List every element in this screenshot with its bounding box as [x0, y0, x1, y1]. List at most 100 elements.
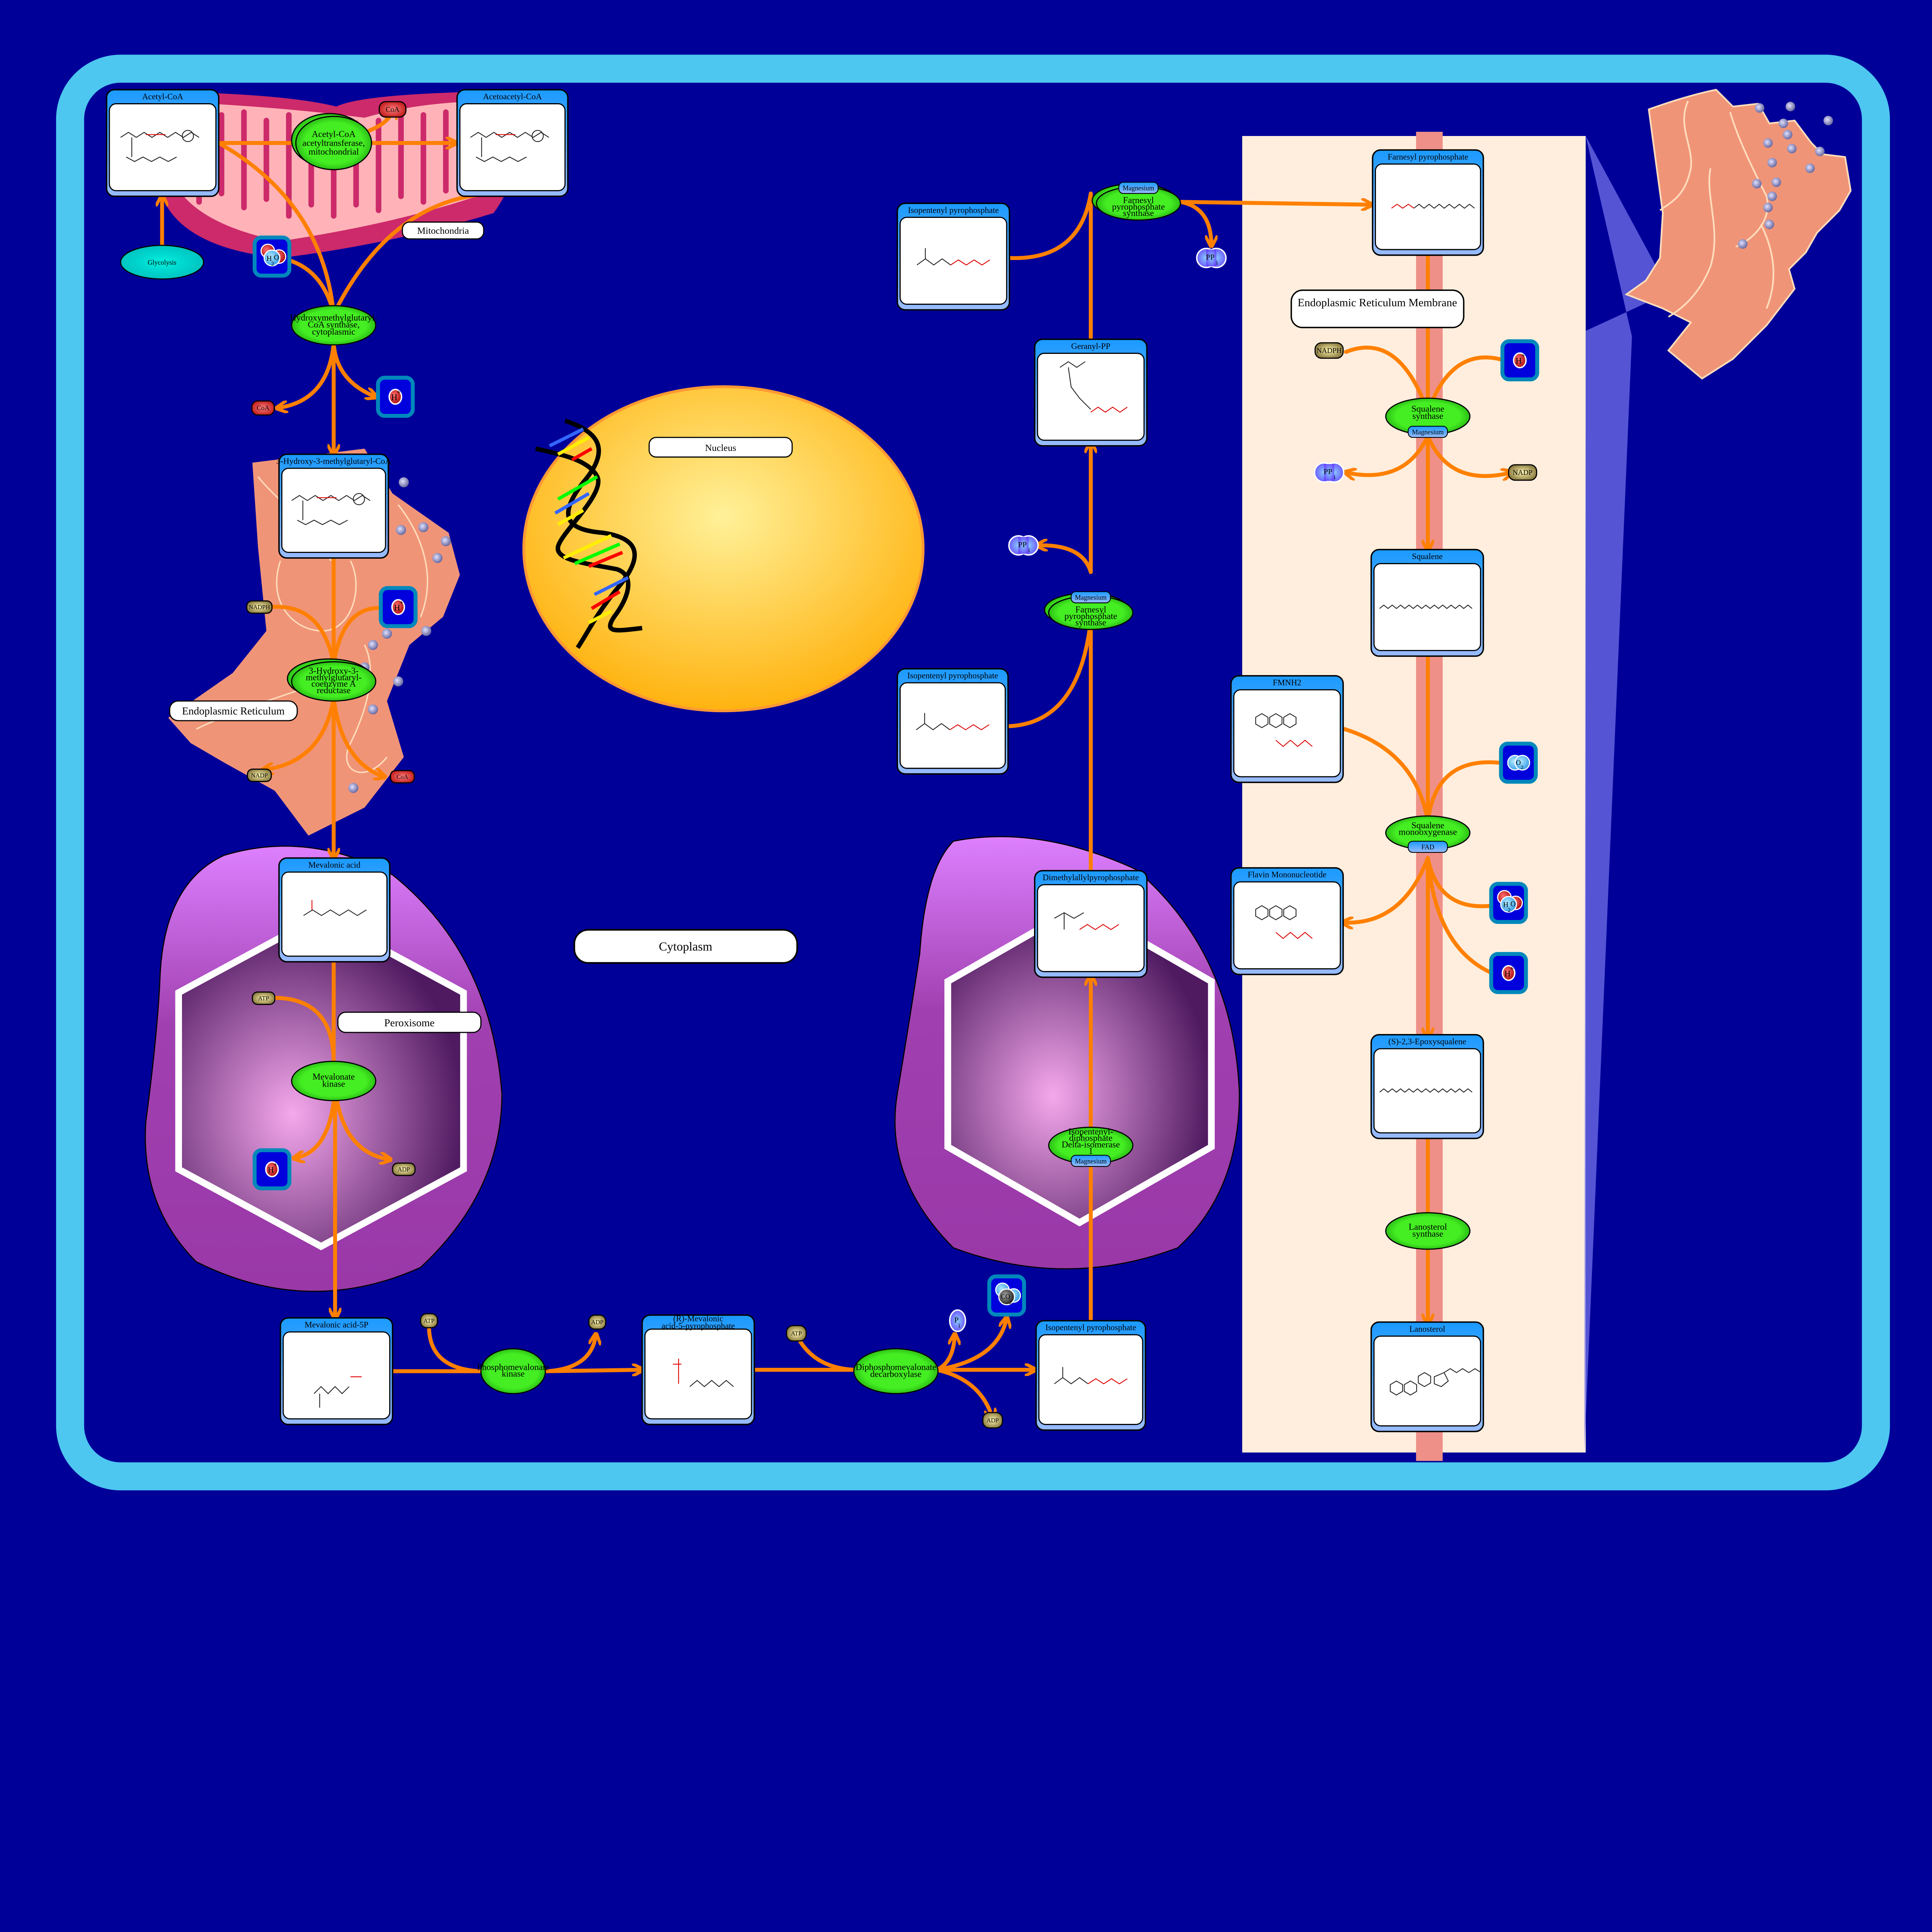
nadp-node-er[interactable]: NADP [247, 769, 272, 782]
h-plus-node-sqs[interactable]: H+ [1500, 339, 1539, 381]
enzyme-hmgcs[interactable]: Hydroxymethylglutaryl-CoA synthase,cytop… [290, 305, 378, 346]
metabolite-dmapp[interactable]: Dimethylallylpyrophosphate [1034, 870, 1148, 978]
metabolite-acetyl-coa[interactable]: Acetyl-CoA [105, 89, 219, 197]
label-peroxisome: Peroxisome [337, 1012, 482, 1033]
atp-node-mvk[interactable]: ATP [252, 992, 276, 1005]
svg-text:H: H [1503, 901, 1509, 909]
glycolysis-node[interactable]: Glycolysis [120, 245, 204, 280]
svg-text:CoA: CoA [257, 404, 269, 412]
peroxisome-right-illustration [894, 836, 1240, 1270]
cholesterol-biosynthesis-pathway: Mitochondria Endoplasmic Reticulum Nucle… [56, 54, 1890, 1491]
metabolite-acetoacetyl-coa[interactable]: Acetoacetyl-CoA [456, 89, 569, 197]
ppi-node-fdps-top[interactable]: PPi [1196, 248, 1227, 269]
svg-text:P: P [954, 1316, 959, 1324]
proton-icon [1513, 352, 1527, 369]
nadph-node-er[interactable]: NADPH [246, 600, 273, 614]
svg-text:FAD: FAD [1421, 843, 1434, 851]
cofactor-magnesium: Magnesium [1071, 1155, 1111, 1167]
cofactor-fad: FAD [1408, 840, 1448, 853]
svg-text:+: + [1510, 964, 1514, 973]
cell-membrane [56, 54, 1890, 1491]
structure-image [1054, 1367, 1128, 1384]
metabolite-lanosterol[interactable]: Lanosterol [1370, 1321, 1484, 1432]
ppi-node-fdps-low[interactable]: PPi [1008, 535, 1039, 556]
ppi-node-sqs[interactable]: PPi [1314, 462, 1345, 483]
h-plus-node-er[interactable]: H+ [379, 586, 418, 628]
svg-text:NADPH: NADPH [249, 604, 270, 611]
svg-text:ADP: ADP [591, 1319, 604, 1326]
metabolite-ipp-bottom[interactable]: Isopentenyl pyrophosphate [1035, 1320, 1146, 1431]
h2o-node-sqle[interactable]: H2O [1489, 882, 1528, 924]
metabolite-hmg-coa[interactable]: 3-Hydroxy-3-methylglutaryl-CoA [276, 453, 391, 559]
structure-image [470, 130, 549, 162]
structure-image [1255, 905, 1313, 939]
metabolite-squalene[interactable]: Squalene [1370, 549, 1484, 657]
structure-image [303, 900, 367, 916]
svg-text:Magnesium: Magnesium [1412, 428, 1444, 436]
nadph-node-sqs[interactable]: NADPH [1315, 342, 1344, 359]
metabolite-ipp-mid[interactable]: Isopentenyl pyrophosphate [896, 668, 1009, 775]
label-mitochondria-text: Mitochondria [417, 226, 469, 236]
metabolite-farnesyl-pp[interactable]: Farnesyl pyrophosphate [1372, 149, 1484, 256]
adp-node-pmvk[interactable]: ADP [588, 1315, 606, 1330]
proton-icon [265, 1161, 279, 1177]
svg-text:ATP: ATP [791, 1330, 802, 1337]
coa-node-hmgcs[interactable]: CoA [251, 400, 275, 416]
structure-image [1391, 204, 1475, 209]
metabolite-fmn[interactable]: Flavin Mononucleotide [1230, 867, 1344, 975]
adp-node-mvk[interactable]: ADP [392, 1162, 416, 1176]
metabolite-ipp-top[interactable]: Isopentenyl pyrophosphate [896, 202, 1010, 311]
svg-text:H: H [268, 1165, 274, 1175]
metabolite-mevalonic-acid-5p[interactable]: Mevalonic acid-5P [279, 1317, 393, 1425]
svg-text:O: O [1510, 900, 1516, 908]
metabolite-geranyl-pp[interactable]: Geranyl-PP [1034, 338, 1148, 447]
structure-image [917, 248, 990, 266]
svg-text:+: + [273, 1161, 277, 1169]
co2-node-mvd[interactable]: CO2 [987, 1274, 1026, 1317]
atp-node-pmvk[interactable]: ATP [420, 1313, 438, 1328]
svg-text:ATP: ATP [423, 1318, 434, 1324]
metabolite-fmnh2[interactable]: FMNH2 [1230, 675, 1344, 783]
h-plus-node-sqle[interactable]: H+ [1489, 952, 1528, 994]
metabolite-name: FMNH2 [1273, 678, 1301, 687]
nadp-node-sqs[interactable]: NADP [1508, 464, 1537, 481]
atp-node-mvd[interactable]: ATP [786, 1325, 807, 1342]
pi-node-mvd[interactable]: Pi [949, 1309, 966, 1332]
o2-node-sqle[interactable]: O2 [1499, 742, 1538, 784]
h2o-node-mito[interactable]: H2O [252, 235, 291, 278]
metabolite-epoxysqualene[interactable]: (S)-2,3-Epoxysqualene [1370, 1034, 1484, 1139]
svg-text:PP: PP [1018, 541, 1027, 549]
h-plus-node-hmgcs[interactable]: H+ [376, 376, 415, 418]
cofactor-magnesium: Magnesium [1408, 425, 1448, 438]
metabolite-name: Isopentenyl pyrophosphate [1045, 1323, 1136, 1332]
adp-node-mvd[interactable]: ADP [982, 1412, 1003, 1429]
coa-node-er[interactable]: CoA [390, 770, 415, 784]
metabolite-mevalonic-acid[interactable]: Mevalonic acid [278, 857, 391, 963]
coa-node-mito[interactable]: CoA [379, 101, 406, 118]
mitochondria-illustration [134, 91, 520, 258]
svg-text:PP: PP [1206, 253, 1215, 262]
svg-text:2: 2 [271, 261, 274, 267]
h-plus-node-mvk[interactable]: H+ [252, 1148, 291, 1190]
label-cytoplasm-text: Cytoplasm [659, 940, 713, 953]
metabolite-boxes: Acetyl-CoA Acetoacetyl-CoA 3-Hydroxy-3-met… [105, 89, 1484, 1432]
label-peroxisome-text: Peroxisome [384, 1017, 434, 1029]
